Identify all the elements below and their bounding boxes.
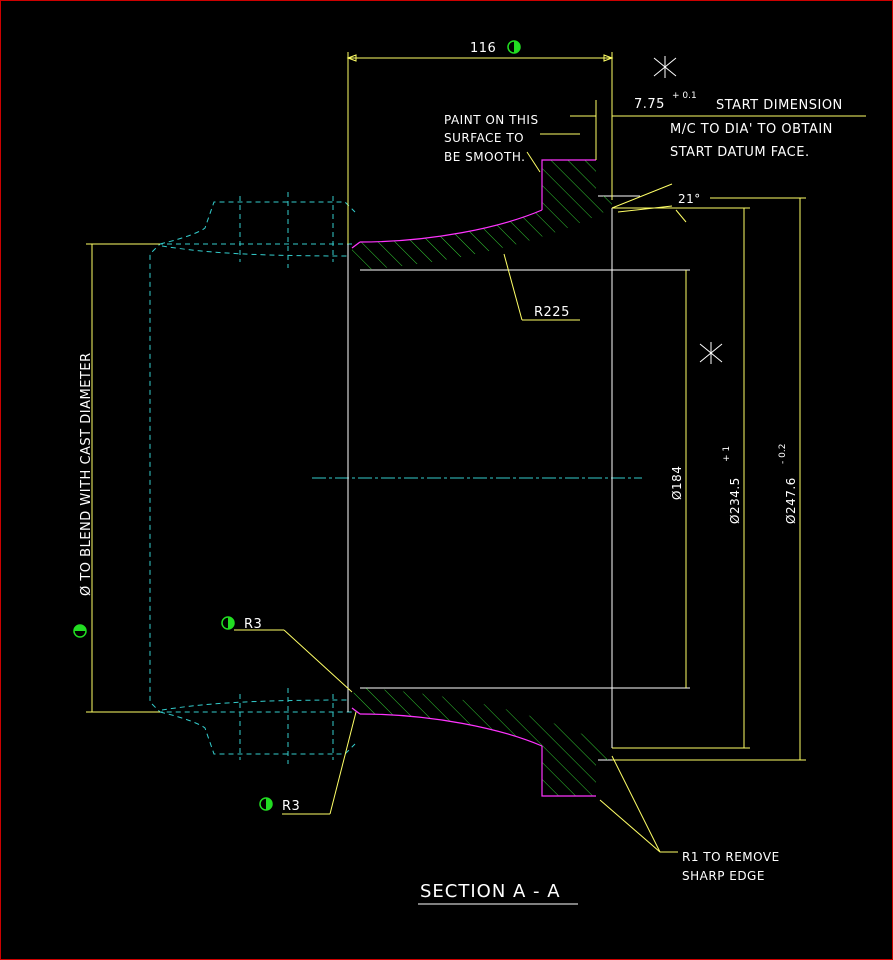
r1-note-line1: R1 TO REMOVE <box>682 850 780 864</box>
section-bottom <box>351 688 612 797</box>
datum-symbol-r3-bottom <box>259 797 273 811</box>
paint-note-line3: BE SMOOTH. <box>444 150 525 164</box>
radius-r3-top-label: R3 <box>244 617 262 632</box>
r1-note-line2: SHARP EDGE <box>682 869 765 883</box>
paint-note-line2: SURFACE TO <box>444 131 524 145</box>
section-title: SECTION A - A <box>420 881 561 902</box>
diameter-234-group: Ø234.5 + 1 <box>722 446 742 524</box>
section-top <box>351 159 612 270</box>
diameter-247-tolerance: - 0.2 <box>778 444 788 464</box>
diameter-247-label: Ø247.6 <box>784 477 798 524</box>
datum-symbol-blend <box>73 624 87 638</box>
radius-r3-bottom-label: R3 <box>282 799 300 814</box>
start-dimension-note-line3: START DATUM FACE. <box>670 145 810 160</box>
dim-116-label: 116 <box>470 41 496 56</box>
diameter-234-label: Ø234.5 <box>728 477 742 524</box>
cast-outline-hidden <box>149 192 356 764</box>
datum-symbol-r3-top <box>221 616 235 630</box>
diameter-247-group: Ø247.6 - 0.2 <box>778 444 798 524</box>
start-dimension-tolerance: + 0.1 <box>672 91 697 101</box>
dimensions <box>86 52 866 905</box>
blend-note: Ø TO BLEND WITH CAST DIAMETER <box>79 352 94 596</box>
angle-label: 21° <box>678 192 701 206</box>
paint-note-line1: PAINT ON THIS <box>444 113 539 127</box>
start-dimension-note-line2: M/C TO DIA' TO OBTAIN <box>670 122 833 137</box>
start-dimension-value: 7.75 <box>634 97 665 112</box>
critical-star-icon <box>699 342 723 364</box>
diameter-184-label: Ø184 <box>670 466 684 500</box>
start-dimension-note-line1: START DIMENSION <box>716 98 843 113</box>
datum-symbol-116 <box>507 40 521 54</box>
critical-star-icon <box>653 56 677 78</box>
radius-r225-label: R225 <box>534 305 570 320</box>
diameter-234-tolerance: + 1 <box>722 446 732 462</box>
